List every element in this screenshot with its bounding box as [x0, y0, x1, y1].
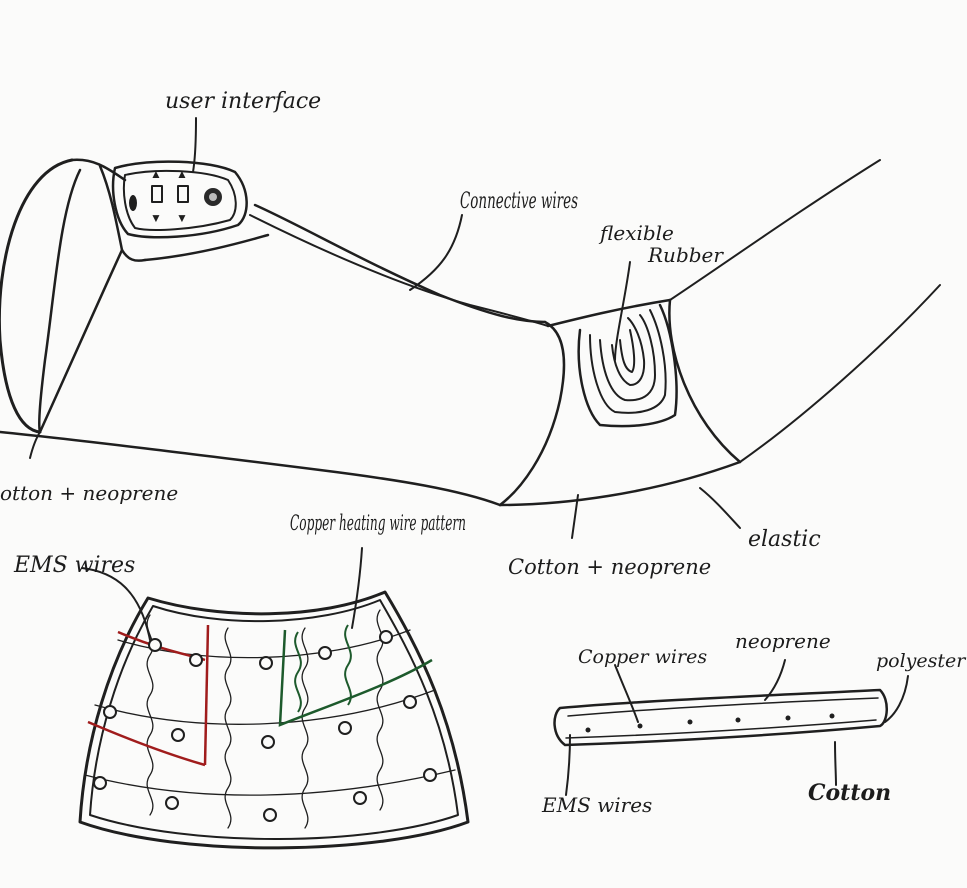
label-copper-wires: Copper wires: [578, 646, 707, 668]
label-polyester: polyester: [876, 650, 967, 672]
label-elastic: elastic: [748, 527, 821, 552]
side-button-icon[interactable]: [129, 195, 137, 211]
flexible-rubber-pad: [579, 305, 677, 426]
label-copper-heating-wire-pattern: Copper heating wire pattern: [290, 511, 466, 535]
label-neoprene: neoprene: [735, 629, 831, 653]
heating-panel-illustration: [80, 548, 468, 848]
up-arrow-icon[interactable]: ▲: [176, 167, 188, 181]
down-arrow-icon[interactable]: ▼: [176, 211, 188, 225]
label-cotton-neoprene-left: otton + neoprene: [0, 481, 178, 505]
up-arrow-icon[interactable]: ▲: [150, 167, 162, 181]
layer-cross-section: [555, 660, 908, 795]
label-connective-wires: Connective wires: [460, 189, 578, 214]
label-flexible: flexible: [598, 221, 674, 245]
label-rubber: Rubber: [647, 243, 724, 267]
label-user-interface: user interface: [165, 89, 321, 114]
sleeve-illustration: ▲ ▲ ▼ ▼: [0, 118, 940, 538]
down-arrow-icon[interactable]: ▼: [150, 211, 162, 225]
mode-button-icon[interactable]: [152, 186, 162, 202]
user-interface-panel[interactable]: ▲ ▲ ▼ ▼: [113, 162, 247, 238]
mode-button-icon[interactable]: [178, 186, 188, 202]
label-cotton: Cotton: [808, 780, 891, 806]
label-ems-wires-bottom: EMS wires: [541, 793, 652, 817]
label-ems-wires-top: EMS wires: [13, 553, 135, 578]
label-cotton-neoprene: Cotton + neoprene: [508, 555, 711, 579]
